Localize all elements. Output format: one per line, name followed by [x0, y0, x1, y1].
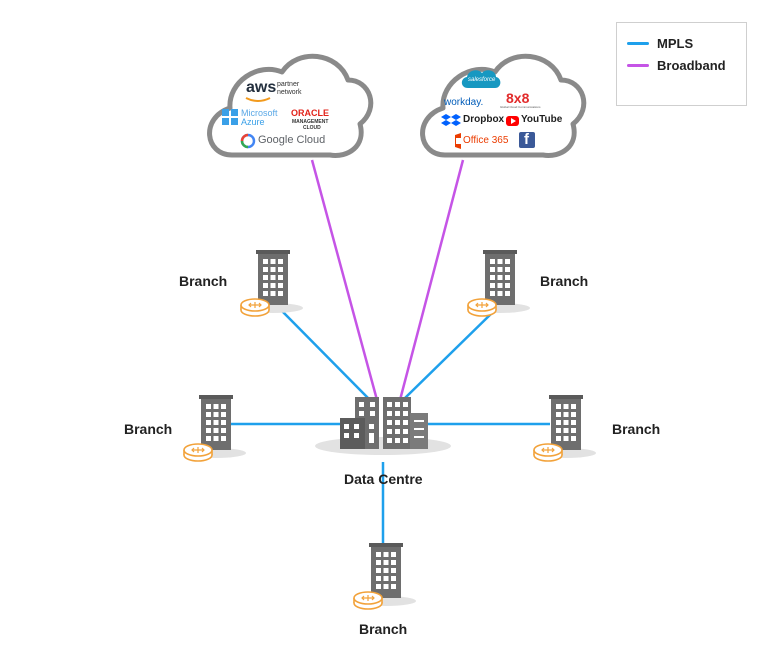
branch-top-right-label: Branch [540, 273, 589, 289]
dropbox-logo: Dropbox [463, 114, 505, 125]
google-cloud-icon [240, 133, 256, 149]
mpls-swatch [627, 41, 649, 45]
mpls-link-top-left [280, 309, 369, 399]
facebook-icon [519, 132, 535, 148]
aws-partner-text: partner [277, 81, 300, 88]
legend-item-mpls: MPLS [627, 35, 693, 51]
oracle-cloud-text: CLOUD [303, 125, 321, 131]
branch-mid-right-building [534, 395, 596, 461]
google-cloud-logo: Google Cloud [258, 134, 326, 146]
broadband-link-right-cloud [398, 159, 465, 401]
oracle-management-text: MANAGEMENT [292, 119, 329, 125]
salesforce-cloud-icon [461, 70, 501, 88]
aws-smile-icon [245, 97, 271, 102]
legend: MPLS Broadband [616, 22, 747, 106]
legend-label-broadband: Broadband [657, 57, 726, 73]
branch-top-left-building [241, 250, 303, 316]
data-centre-label: Data Centre [344, 471, 423, 487]
legend-label-mpls: MPLS [657, 35, 694, 51]
8x8-subtext: Global Cloud Communications [500, 105, 541, 109]
branch-mid-right-label: Branch [612, 421, 661, 437]
aws-logo: aws [246, 79, 277, 96]
data-centre-building [315, 397, 451, 455]
aws-network-text: network [277, 89, 302, 96]
branch-top-left-label: Branch [179, 273, 228, 289]
youtube-icon [506, 116, 519, 126]
branch-mid-left-building [184, 395, 246, 461]
dropbox-icon [441, 114, 461, 126]
broadband-link-left-cloud [310, 159, 379, 401]
branch-top-right-building [468, 250, 530, 316]
salesforce-logo: salesforce [468, 77, 496, 83]
broadband-swatch [627, 63, 649, 67]
office-icon [455, 133, 461, 149]
office365-logo: Office 365 [463, 135, 509, 146]
windows-icon [222, 109, 238, 125]
branch-bottom-label: Branch [359, 621, 408, 637]
branch-bottom-building [354, 543, 416, 609]
8x8-logo: 8x8 [506, 90, 530, 106]
branch-mid-left-label: Branch [124, 421, 173, 437]
youtube-logo: YouTube [521, 114, 563, 125]
cloud-left-shape [207, 53, 374, 158]
legend-item-broadband: Broadband [627, 57, 726, 73]
oracle-logo: ORACLE [291, 108, 329, 118]
facebook-logo: f [524, 131, 529, 148]
workday-logo: workday. [444, 97, 484, 108]
microsoft-text: Microsoft [241, 108, 278, 118]
azure-text: Azure [241, 117, 265, 127]
mpls-link-top-right [404, 309, 496, 399]
